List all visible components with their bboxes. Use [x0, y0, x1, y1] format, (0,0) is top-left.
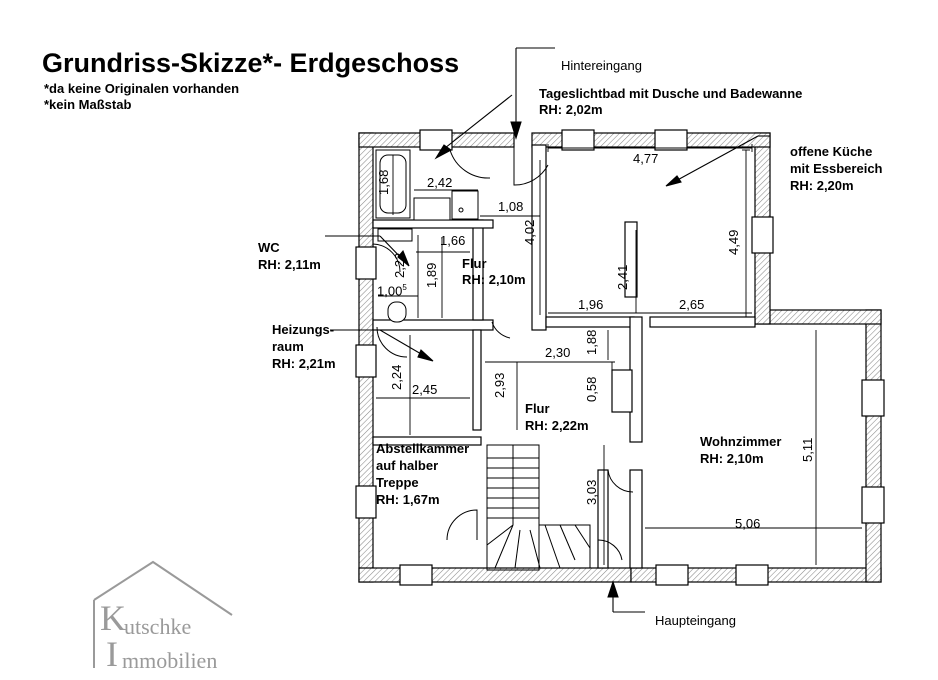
interior-walls — [372, 144, 756, 569]
label-back-entrance: Hintereingang — [561, 58, 642, 73]
dim-kitchen-width-1: 1,96 — [578, 297, 604, 312]
dim-boiler-height: 2,24 — [389, 364, 404, 390]
dim-wc-width-2: 1,005 — [377, 283, 407, 299]
room-boiler-line1: Heizungs- — [272, 322, 335, 337]
pointer-arrows — [325, 47, 770, 613]
dim-living-width: 5,06 — [735, 516, 761, 531]
dim-bath-height: 1,68 — [376, 169, 391, 195]
room-hall-lower-height: RH: 2,22m — [525, 418, 589, 433]
dim-niche: 0,58 — [584, 376, 599, 402]
dim-bath-step: 1,08 — [498, 199, 524, 214]
doors — [372, 147, 634, 561]
room-bath-name: Tageslichtbad mit Dusche und Badewanne — [539, 86, 803, 101]
dim-living-height: 5,11 — [800, 437, 815, 462]
room-living-name: Wohnzimmer — [700, 434, 782, 449]
company-logo: K utschke I mmobilien — [92, 600, 252, 672]
label-main-entrance: Haupteingang — [655, 613, 736, 628]
room-storage-line3: Treppe — [376, 475, 419, 490]
dim-wc-height: 2,22 — [392, 252, 407, 278]
dim-kitchen-width: 4,77 — [633, 151, 659, 166]
dim-hall-depth: 2,93 — [492, 372, 507, 398]
dim-kitchen-inner: 2,41 — [615, 264, 630, 290]
room-living-height: RH: 2,10m — [700, 451, 764, 466]
logo-line-1: utschke — [124, 614, 192, 639]
dim-hall-width: 2,30 — [545, 345, 571, 360]
dim-kitchen-width-2: 2,65 — [679, 297, 705, 312]
logo-roof — [93, 560, 233, 668]
room-wc-height: RH: 2,11m — [258, 257, 321, 272]
room-hall-upper-height: RH: 2,10m — [462, 272, 526, 287]
dim-boiler-width: 2,45 — [412, 382, 438, 397]
room-storage-line2: auf halber — [376, 458, 439, 473]
room-storage-line1: Abstellkammer — [376, 441, 470, 456]
dim-bath-width: 2,42 — [427, 175, 453, 190]
room-bath-height: RH: 2,02m — [539, 102, 603, 117]
dimension-lines — [376, 144, 862, 565]
dim-hall-height-2: 1,88 — [584, 329, 599, 355]
room-kitchen-line1: offene Küche — [790, 144, 873, 159]
dim-bath-depth: 4,02 — [522, 219, 537, 245]
room-hall-lower-name: Flur — [525, 401, 550, 416]
room-kitchen-line2: mit Essbereich — [790, 161, 883, 176]
dim-wc-width: 1,66 — [440, 233, 466, 248]
windows — [355, 129, 885, 586]
staircase — [486, 444, 591, 571]
room-hall-upper-name: Flur — [462, 256, 487, 271]
dim-hall-upper-height: 1,89 — [424, 262, 439, 288]
logo-initial-i: I — [106, 634, 118, 674]
logo-line-2: mmobilien — [122, 648, 218, 673]
note-no-originals: *da keine Originalen vorhanden — [44, 81, 240, 96]
room-wc-name: WC — [258, 240, 280, 255]
dim-stair-length: 3,03 — [584, 479, 599, 505]
room-boiler-height: RH: 2,21m — [272, 356, 336, 371]
logo-initial-k: K — [100, 598, 126, 638]
note-no-scale: *kein Maßstab — [44, 97, 132, 112]
room-storage-height: RH: 1,67m — [376, 492, 440, 507]
dim-kitchen-height: 4,49 — [726, 229, 741, 255]
page-title: Grundriss-Skizze*- Erdgeschoss — [42, 48, 460, 78]
room-kitchen-height: RH: 2,20m — [790, 178, 854, 193]
room-boiler-line2: raum — [272, 339, 304, 354]
